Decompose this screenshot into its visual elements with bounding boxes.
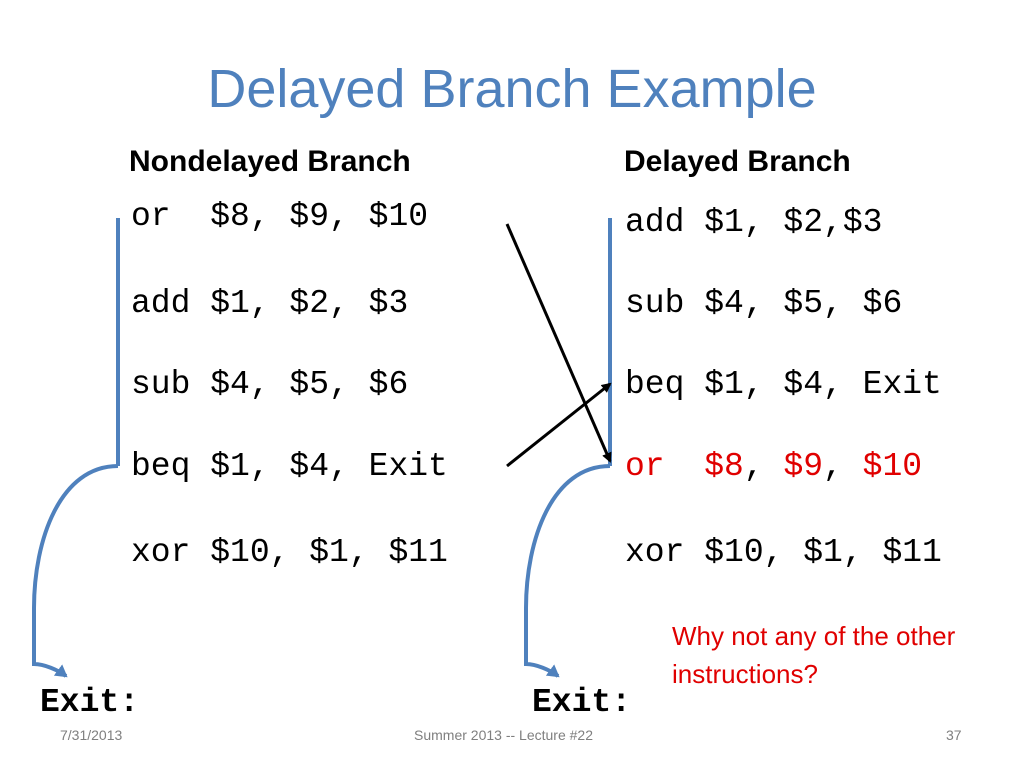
footer-page-number: 37	[946, 727, 962, 743]
left-line-sub: sub $4, $5, $6	[131, 366, 409, 403]
left-exit-label: Exit:	[40, 684, 140, 721]
delayed-heading: Delayed Branch	[624, 145, 851, 178]
right-line-beq: beq $1, $4, Exit	[625, 366, 942, 403]
or-sep-2: ,	[823, 448, 863, 485]
left-line-add: add $1, $2, $3	[131, 285, 409, 322]
footer-date: 7/31/2013	[60, 727, 123, 743]
or-op: or	[625, 448, 705, 485]
right-line-xor: xor $10, $1, $11	[625, 534, 942, 571]
right-line-add: add $1, $2,$3	[625, 204, 883, 241]
left-line-beq: beq $1, $4, Exit	[131, 448, 448, 485]
nondelayed-heading: Nondelayed Branch	[129, 145, 411, 178]
right-exit-label: Exit:	[532, 684, 632, 721]
or-reg-3: $10	[862, 448, 923, 485]
slide-title: Delayed Branch Example	[207, 59, 817, 119]
or-reg-1: $8	[704, 448, 744, 485]
footer-lecture: Summer 2013 -- Lecture #22	[414, 727, 593, 743]
right-line-or: or $8, $9, $10	[625, 450, 922, 483]
left-line-xor: xor $10, $1, $11	[131, 534, 448, 571]
right-line-sub: sub $4, $5, $6	[625, 285, 903, 322]
or-sep-1: ,	[743, 448, 784, 485]
or-reg-2: $9	[783, 448, 824, 485]
left-line-or: or $8, $9, $10	[131, 198, 429, 235]
right-branch-bracket	[524, 218, 612, 678]
beq-move-arrow	[506, 382, 612, 468]
or-move-arrow	[505, 223, 612, 463]
question-note: Why not any of the other instructions?	[672, 621, 956, 689]
left-branch-bracket	[32, 218, 120, 678]
